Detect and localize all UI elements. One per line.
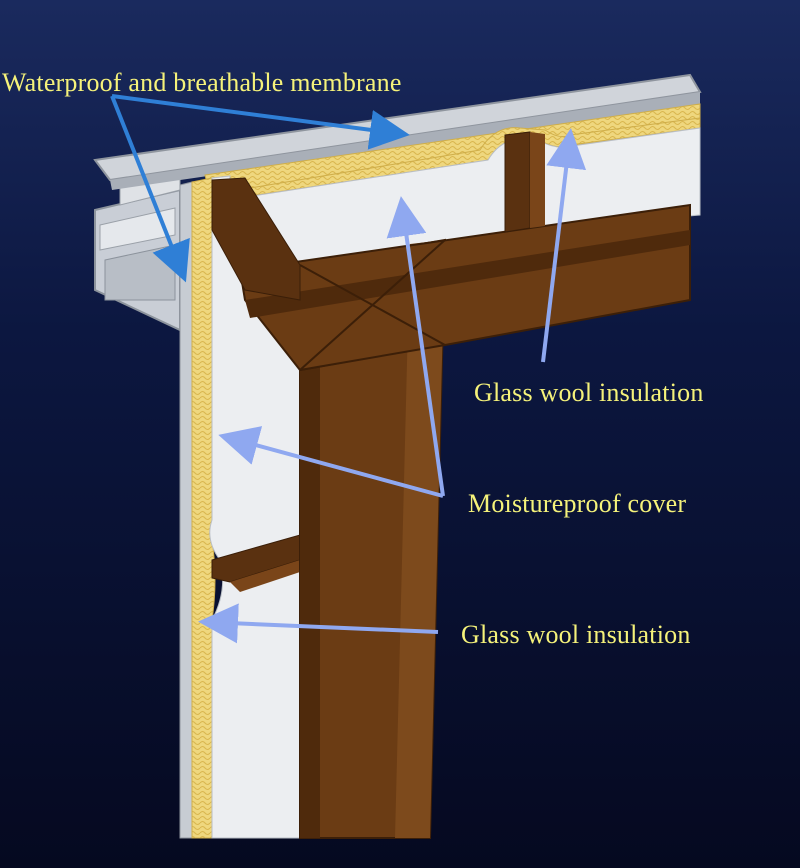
roof-purlin xyxy=(505,132,545,232)
moistureproof-cover-label: Moistureproof cover xyxy=(468,489,686,519)
glass-wool-roof-label: Glass wool insulation xyxy=(474,378,704,408)
wall-membrane xyxy=(180,182,192,838)
arrow-membrane-roof xyxy=(112,96,402,134)
gutter-profile xyxy=(95,165,180,330)
glass-wool-wall-label: Glass wool insulation xyxy=(461,620,691,650)
membrane-label: Waterproof and breathable membrane xyxy=(2,68,402,98)
